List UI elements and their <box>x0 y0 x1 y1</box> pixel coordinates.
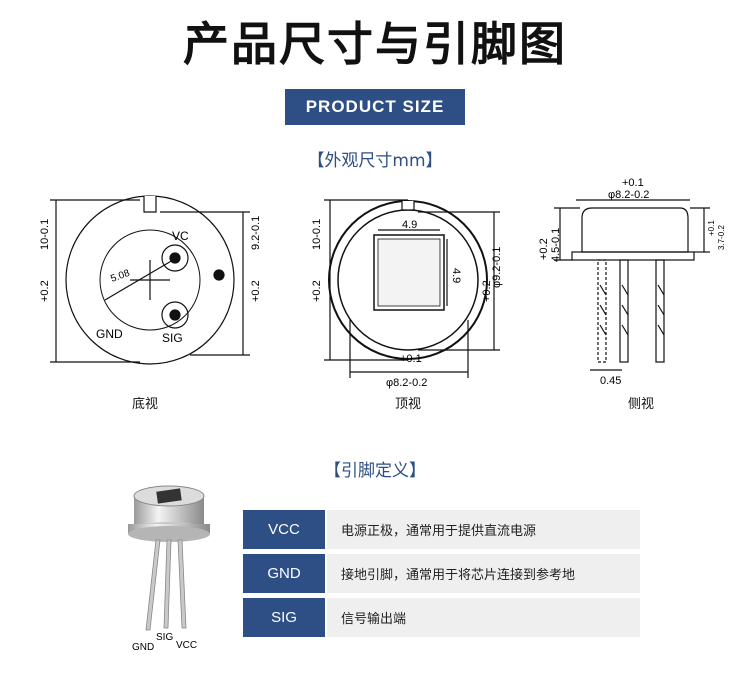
bottom-pin-circle: 5.08 <box>109 268 131 285</box>
bottom-view-diagram: +0.2 10-0.1 +0.2 9.2-0.1 5.08 VC GND SIG <box>40 195 262 365</box>
pin-row: SIG 信号输出端 <box>243 598 640 637</box>
side-view-diagram: +0.1 φ8.2-0.2 +0.2 4.5-0.1 +0.1 3.7-0.2 … <box>538 177 726 387</box>
top-window-width: 4.9 <box>402 219 417 231</box>
bottom-view-label: 底视 <box>131 397 158 412</box>
side-top-tol: +0.1 <box>622 177 644 189</box>
top-view-label: 顶视 <box>394 397 421 412</box>
side-pin-width: 0.45 <box>600 375 621 387</box>
side-height-tol: +0.2 <box>538 238 550 260</box>
sensor-photo: GND SIG VCC <box>128 485 210 653</box>
bottom-diameter-tol: +0.2 <box>250 280 262 302</box>
pin-label-gnd: GND <box>96 327 123 341</box>
top-diameter-tol: +0.2 <box>481 280 493 302</box>
pin-desc: 接地引脚，通常用于将芯片连接到参考地 <box>327 554 640 593</box>
pin-row: GND 接地引脚，通常用于将芯片连接到参考地 <box>243 554 640 593</box>
pin-table: VCC 电源正极，通常用于提供直流电源 GND 接地引脚，通常用于将芯片连接到参… <box>243 510 640 642</box>
pin-label-vc: VC <box>172 229 189 243</box>
dimensions-section-label: 【外观尺寸mm】 <box>307 151 443 171</box>
side-right-tol: +0.1 <box>707 220 716 236</box>
pin-row: VCC 电源正极，通常用于提供直流电源 <box>243 510 640 549</box>
page-title: 产品尺寸与引脚图 <box>183 17 567 71</box>
pin-desc: 电源正极，通常用于提供直流电源 <box>327 510 640 549</box>
side-height: 4.5-0.1 <box>550 228 562 262</box>
top-window-height: 4.9 <box>450 268 462 283</box>
pin-label-sig: SIG <box>162 331 183 345</box>
bottom-height: 10-0.1 <box>40 219 51 250</box>
side-view-label: 侧视 <box>627 397 654 412</box>
top-view-diagram: +0.2 10-0.1 +0.2 φ9.2-0.1 4.9 4.9 +0.1 φ… <box>311 199 503 389</box>
photo-label-sig: SIG <box>156 632 173 643</box>
photo-label-gnd: GND <box>132 642 154 653</box>
pin-desc: 信号输出端 <box>327 598 640 637</box>
top-height-tol: +0.2 <box>311 280 323 302</box>
top-outer-tol: +0.1 <box>400 353 422 365</box>
top-outer: φ8.2-0.2 <box>386 377 427 389</box>
pin-name: SIG <box>243 598 325 637</box>
photo-label-vcc: VCC <box>176 640 197 651</box>
pin-name: GND <box>243 554 325 593</box>
side-top: φ8.2-0.2 <box>608 189 649 201</box>
product-size-badge: PRODUCT SIZE <box>285 89 465 125</box>
pin-section-label: 【引脚定义】 <box>324 461 426 481</box>
top-height: 10-0.1 <box>311 219 323 250</box>
side-right: 3.7-0.2 <box>717 225 726 250</box>
pin-name: VCC <box>243 510 325 549</box>
bottom-height-tol: +0.2 <box>40 280 51 302</box>
bottom-diameter: 9.2-0.1 <box>250 216 262 250</box>
top-diameter: φ9.2-0.1 <box>491 247 503 288</box>
